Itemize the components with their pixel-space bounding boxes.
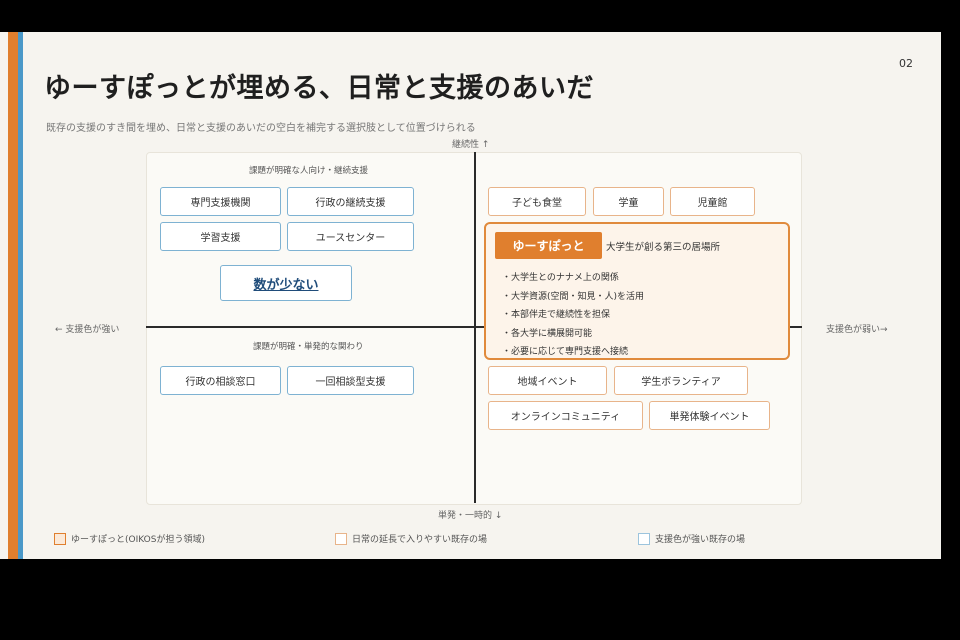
feature-bullet: ・大学資源(空間・知見・人)を活用 (502, 291, 645, 302)
legend-swatch-orange-outline (335, 532, 347, 545)
scarcity-callout: 数が少ない (220, 265, 352, 301)
legend-label: ゆーすぽっと(OIKOSが担う領域) (71, 535, 205, 545)
everyday-place-box: 子ども食堂 (488, 187, 586, 216)
slide: 02 ゆーすぽっとが埋める、日常と支援のあいだ 既存の支援のすき間を埋め、日常と… (0, 32, 941, 559)
feature-bullet: ・本部伴走で継続性を担保 (502, 310, 611, 320)
legend-label: 日常の延長で入りやすい既存の場 (352, 535, 488, 545)
yuspot-description: 大学生が創る第三の居場所 (606, 242, 721, 253)
existing-place-box: 行政の継続支援 (287, 187, 414, 216)
legend-item-everyday: 日常の延長で入りやすい既存の場 (335, 532, 487, 545)
slide-subtitle: 既存の支援のすき間を埋め、日常と支援のあいだの空白を補完する選択肢として位置づけ… (46, 123, 476, 134)
legend-swatch-blue-outline (638, 532, 650, 545)
everyday-place-box: 学童 (593, 187, 664, 216)
yuspot-tag: ゆーすぽっと (495, 232, 602, 259)
existing-place-box: 専門支援機関 (160, 187, 281, 216)
feature-bullet: ・必要に応じて専門支援へ接続 (502, 347, 629, 357)
existing-place-box: 行政の相談窓口 (160, 366, 281, 395)
page-number: 02 (899, 57, 913, 70)
feature-bullet: ・各大学に横展開可能 (502, 328, 593, 339)
existing-place-box: ユースセンター (287, 222, 414, 251)
axis-label-bottom: 単発・一時的 ↓ (438, 511, 503, 521)
legend-item-support: 支援色が強い既存の場 (638, 532, 745, 545)
existing-place-box: 学習支援 (160, 222, 281, 251)
axis-label-left: ← 支援色が強い (55, 325, 120, 335)
everyday-place-box: 単発体験イベント (649, 401, 770, 430)
legend-swatch-orange-filled (54, 532, 66, 545)
yuspot-feature-card: ゆーすぽっと 大学生が創る第三の居場所 ・大学生とのナナメ上の関係 ・大学資源(… (484, 222, 790, 360)
legend-label: 支援色が強い既存の場 (655, 535, 746, 545)
horizontal-axis-line (146, 326, 802, 328)
legend-item-yuspot: ゆーすぽっと(OIKOSが担う領域) (54, 532, 205, 545)
slide-title: ゆーすぽっとが埋める、日常と支援のあいだ (44, 73, 594, 104)
blue-accent-stripe (18, 32, 23, 559)
yuspot-feature-list: ・大学生とのナナメ上の関係 ・大学資源(空間・知見・人)を活用 ・本部伴走で継続… (502, 269, 644, 362)
everyday-place-box: 児童館 (670, 187, 755, 216)
axis-label-right: 支援色が弱い→ (826, 325, 888, 335)
orange-accent-stripe (8, 32, 18, 559)
everyday-place-box: オンラインコミュニティ (488, 401, 643, 430)
bottom-left-quadrant-label: 課題が明確・単発的な関わり (253, 342, 364, 352)
top-left-quadrant-label: 課題が明確な人向け・継続支援 (249, 166, 369, 176)
everyday-place-box: 地域イベント (488, 366, 607, 395)
existing-place-box: 一回相談型支援 (287, 366, 414, 395)
feature-bullet: ・大学生とのナナメ上の関係 (502, 273, 619, 283)
axis-label-top: 継続性 ↑ (452, 140, 490, 150)
everyday-place-box: 学生ボランティア (614, 366, 748, 395)
